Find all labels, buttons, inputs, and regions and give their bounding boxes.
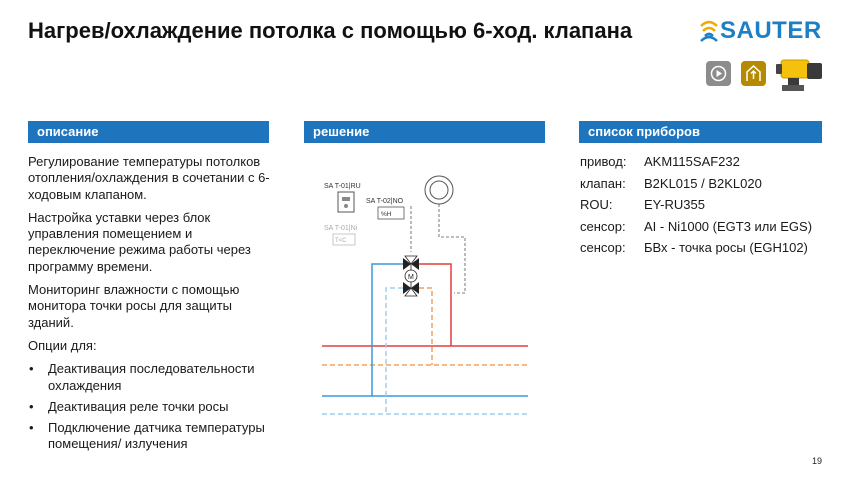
room-unit-box	[337, 191, 355, 213]
valve-upper-right	[411, 258, 419, 270]
list-item: Деактивация реле точки росы	[28, 399, 278, 416]
heating-return-branch	[419, 287, 433, 365]
solution-diagram: SA T-01|RU SA T-01|Ni T<C SA T-02|NO %H …	[322, 175, 528, 415]
label-room-unit: SA T-01|RU	[324, 183, 361, 190]
valve-lower-left	[403, 282, 411, 294]
description-text: Регулирование температуры потолков отопл…	[28, 154, 278, 458]
valve-lower-bottom	[404, 287, 418, 297]
controller-gauge-inner	[429, 180, 449, 200]
device-key: привод:	[580, 154, 627, 169]
list-item: Деактивация последовательности охлаждени…	[28, 361, 278, 394]
options-label: Опции для:	[28, 337, 97, 353]
control-line	[438, 204, 466, 294]
solution-header: решение	[304, 121, 545, 143]
label-sensor-ni: SA T-01|Ni	[324, 225, 358, 232]
sauter-logo-icon	[700, 20, 718, 42]
dew-point-box	[377, 206, 405, 220]
list-item: Подключение датчика температуры помещени…	[28, 420, 278, 453]
valve-upper-top	[404, 255, 418, 265]
cooling-supply-pipe	[371, 263, 403, 396]
page-number: 19	[812, 456, 823, 466]
valve-motor	[404, 269, 418, 283]
device-key: ROU:	[580, 197, 613, 212]
label-dew-point: SA T-02|NO	[366, 198, 404, 205]
sauter-logo-text: SAUTER	[720, 17, 822, 44]
slide-title: Нагрев/охлаждение потолка с помощью 6-хо…	[28, 18, 633, 43]
description-paragraph: Настройка уставки через блок управления …	[28, 209, 251, 274]
device-value: EY-RU355	[644, 197, 705, 212]
description-paragraph: Регулирование температуры потолков отопл…	[28, 154, 270, 202]
device-value: AI - Ni1000 (EGT3 или EGS)	[644, 218, 813, 234]
valve-lower-right	[411, 282, 419, 294]
description-paragraph: Мониторинг влажности с помощью монитора …	[28, 282, 240, 330]
heating-supply-pipe	[419, 263, 452, 346]
valve-upper-left	[403, 258, 411, 270]
device-key: сенсор:	[580, 218, 626, 234]
room-unit-knob	[344, 204, 348, 208]
play-circle-icon[interactable]	[706, 61, 731, 86]
room-unit-display	[342, 197, 350, 201]
options-list: Деактивация последовательности охлаждени…	[28, 361, 278, 452]
device-value: AKM115SAF232	[644, 154, 740, 169]
device-key: сенсор:	[580, 240, 626, 255]
dew-point-text: %H	[381, 211, 392, 218]
sauter-logo: SAUTER	[698, 16, 826, 50]
device-value: B2KL015 / B2KL020	[644, 175, 762, 191]
building-arrow-icon[interactable]	[741, 61, 766, 86]
description-header: описание	[28, 121, 269, 143]
devices-header: список приборов	[579, 121, 822, 143]
valve-motor-label: M	[408, 274, 414, 281]
actuator-image	[774, 54, 824, 96]
temp-sensor-text: T<C	[335, 238, 347, 244]
cooling-return-branch	[385, 287, 403, 414]
device-value: БВх - точка росы (EGH102)	[644, 240, 808, 255]
temp-sensor-box	[332, 233, 356, 246]
device-key: клапан:	[580, 175, 626, 191]
